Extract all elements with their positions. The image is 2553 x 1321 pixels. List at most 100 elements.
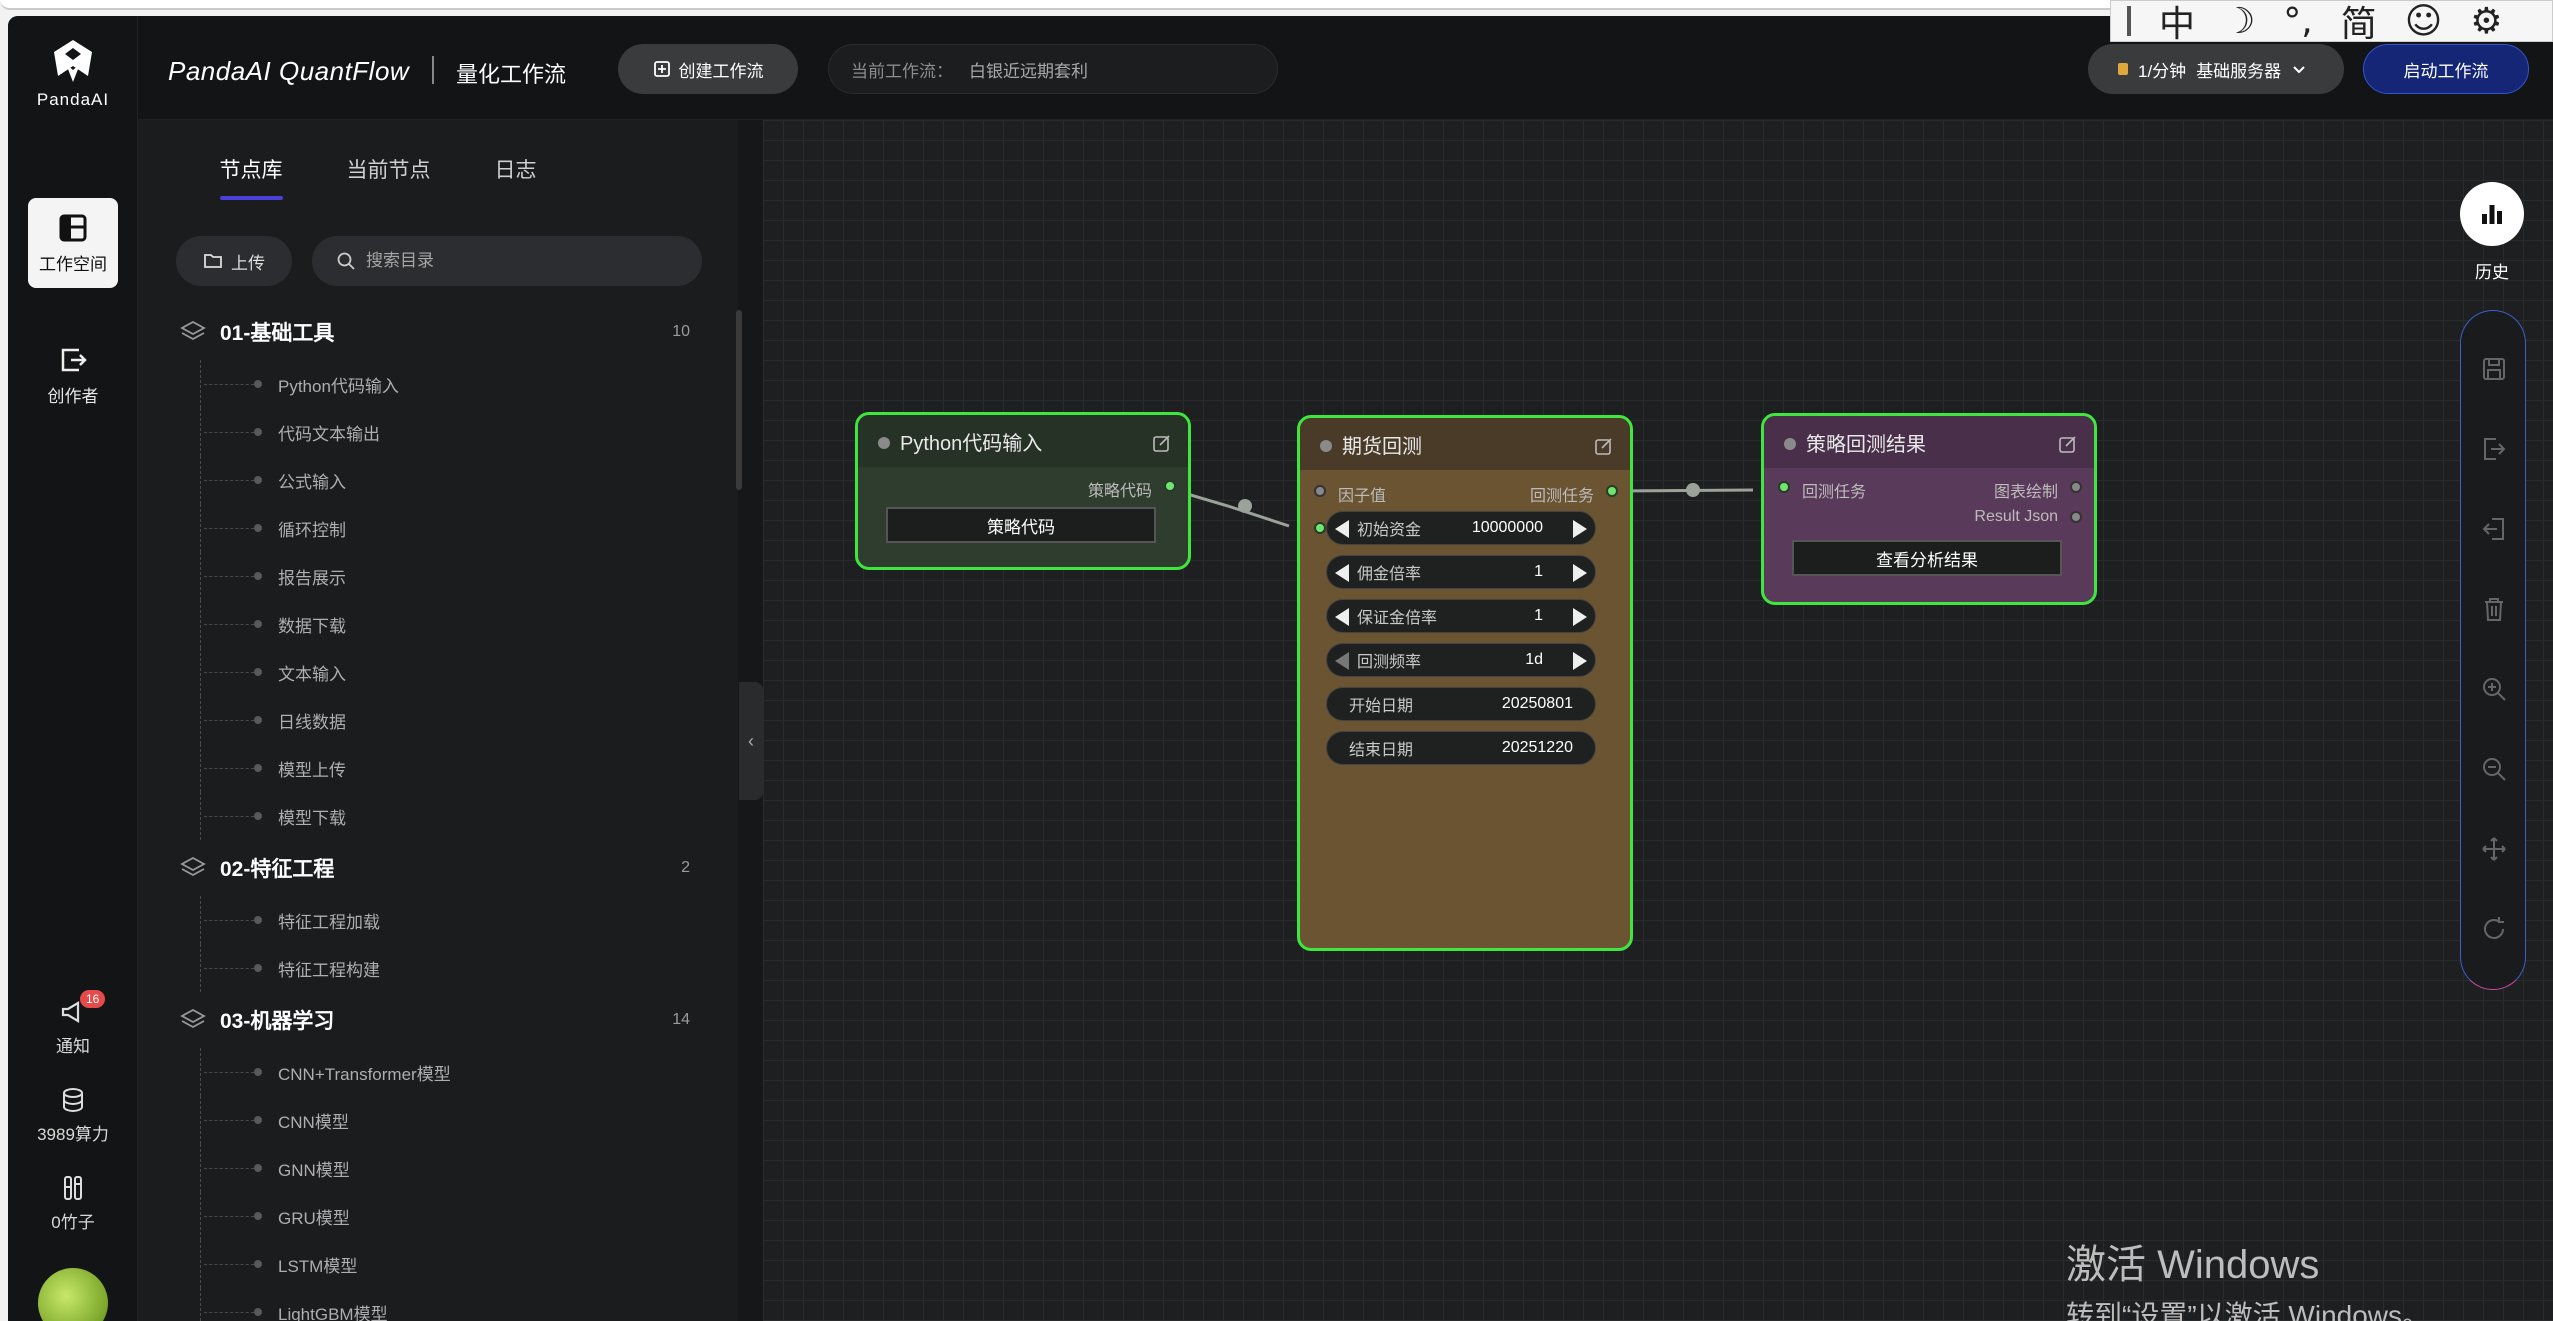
node-result-header[interactable]: 策略回测结果 bbox=[1764, 416, 2094, 468]
current-workflow-field[interactable]: 当前工作流： 白银近远期套利 bbox=[828, 44, 1278, 94]
node-futures-backtest[interactable]: 期货回测 因子值 回测任务 初始资金 10000000 佣金倍率 1 bbox=[1297, 415, 1633, 951]
decrement-arrow-icon[interactable] bbox=[1335, 652, 1349, 670]
tab-current-node[interactable]: 当前节点 bbox=[346, 159, 431, 182]
increment-arrow-icon[interactable] bbox=[1573, 564, 1587, 582]
ime-script-toggle[interactable]: 简 bbox=[2340, 4, 2377, 45]
port-backtest-task-out[interactable] bbox=[1606, 485, 1618, 497]
moon-icon[interactable]: ☽ bbox=[2223, 0, 2256, 42]
tab-log[interactable]: 日志 bbox=[494, 159, 537, 182]
rail-notify[interactable]: 16 通知 bbox=[18, 990, 128, 1057]
import-icon[interactable] bbox=[2480, 515, 2508, 543]
increment-arrow-icon[interactable] bbox=[1573, 652, 1587, 670]
port-strategy-code-out[interactable] bbox=[1164, 480, 1176, 492]
port-factor-in[interactable] bbox=[1314, 485, 1326, 497]
list-item[interactable]: 文本输入 bbox=[138, 648, 728, 696]
export-icon[interactable] bbox=[2480, 435, 2508, 463]
create-workflow-button[interactable]: 创建工作流 bbox=[618, 44, 798, 94]
collapse-panel-button[interactable]: ‹ bbox=[739, 682, 763, 800]
list-item[interactable]: GRU模型 bbox=[138, 1192, 728, 1240]
node-python-header[interactable]: Python代码输入 bbox=[858, 415, 1188, 467]
catalog-search[interactable] bbox=[312, 236, 702, 286]
trash-icon[interactable] bbox=[2480, 595, 2508, 623]
list-item[interactable]: 数据下载 bbox=[138, 600, 728, 648]
widget-start-date[interactable]: 开始日期 20250801 bbox=[1326, 687, 1596, 721]
list-item[interactable]: 代码文本输出 bbox=[138, 408, 728, 456]
chevron-left-icon: ‹ bbox=[748, 730, 754, 751]
history-button[interactable] bbox=[2460, 182, 2524, 246]
widget-commission[interactable]: 佣金倍率 1 bbox=[1326, 555, 1596, 589]
workflow-canvas[interactable]: Python代码输入 策略代码 策略代码 期货回测 因子值 bbox=[763, 120, 2553, 1321]
port-result-task-in[interactable] bbox=[1778, 481, 1790, 493]
zoom-out-icon[interactable] bbox=[2480, 755, 2508, 783]
list-item[interactable]: GNN模型 bbox=[138, 1144, 728, 1192]
tab-node-library[interactable]: 节点库 bbox=[219, 120, 283, 200]
search-input[interactable] bbox=[366, 251, 686, 271]
list-item[interactable]: 特征工程构建 bbox=[138, 944, 728, 992]
increment-arrow-icon[interactable] bbox=[1573, 520, 1587, 538]
rail-creator[interactable]: 创作者 bbox=[28, 330, 118, 420]
decrement-arrow-icon[interactable] bbox=[1335, 520, 1349, 538]
rail-bamboo[interactable]: 0竹子 bbox=[18, 1174, 128, 1233]
port-capital-in[interactable] bbox=[1314, 522, 1326, 534]
strategy-code-button[interactable]: 策略代码 bbox=[886, 507, 1156, 543]
save-icon[interactable] bbox=[2480, 355, 2508, 383]
list-item[interactable]: 报告展示 bbox=[138, 552, 728, 600]
widget-frequency[interactable]: 回测频率 1d bbox=[1326, 643, 1596, 677]
list-item-label: Python代码输入 bbox=[278, 376, 399, 396]
server-selector[interactable]: 1/分钟 基础服务器 bbox=[2088, 44, 2344, 94]
start-workflow-button[interactable]: 启动工作流 bbox=[2363, 44, 2529, 94]
rail-workspace[interactable]: 工作空间 bbox=[28, 198, 118, 288]
emoji-icon[interactable]: ☺ bbox=[2404, 0, 2443, 42]
edit-icon[interactable] bbox=[1594, 436, 1614, 456]
bullet-dot bbox=[254, 668, 262, 676]
ime-punct-toggle[interactable]: °, bbox=[2283, 0, 2313, 42]
list-item[interactable]: CNN模型 bbox=[138, 1096, 728, 1144]
port-chart-out[interactable] bbox=[2070, 481, 2082, 493]
rail-compute[interactable]: 3989算力 bbox=[18, 1086, 128, 1145]
widget-label: 回测频率 bbox=[1357, 654, 1422, 671]
ime-lang-toggle[interactable]: 中 bbox=[2159, 4, 2196, 45]
avatar[interactable] bbox=[38, 1268, 108, 1321]
megaphone-icon bbox=[61, 1001, 80, 1023]
fit-view-icon[interactable] bbox=[2480, 835, 2508, 863]
zoom-in-icon[interactable] bbox=[2480, 675, 2508, 703]
widget-margin[interactable]: 保证金倍率 1 bbox=[1326, 599, 1596, 633]
list-item[interactable]: Python代码输入 bbox=[138, 360, 728, 408]
edit-icon[interactable] bbox=[2058, 434, 2078, 454]
edit-icon[interactable] bbox=[1152, 433, 1172, 453]
list-item[interactable]: 循环控制 bbox=[138, 504, 728, 552]
app-logo[interactable]: PandaAI bbox=[30, 36, 116, 110]
view-analysis-button[interactable]: 查看分析结果 bbox=[1792, 540, 2062, 576]
list-item[interactable]: CNN+Transformer模型 bbox=[138, 1048, 728, 1096]
node-backtest-header[interactable]: 期货回测 bbox=[1300, 418, 1630, 470]
decrement-arrow-icon[interactable] bbox=[1335, 564, 1349, 582]
port-result-json-out[interactable] bbox=[2070, 511, 2082, 523]
list-item[interactable]: 公式输入 bbox=[138, 456, 728, 504]
node-python-input[interactable]: Python代码输入 策略代码 策略代码 bbox=[855, 412, 1191, 570]
rail-notify-label: 通知 bbox=[56, 1037, 90, 1056]
bullet-dot bbox=[254, 1260, 262, 1268]
ime-drag-handle[interactable] bbox=[2127, 6, 2131, 36]
create-workflow-label: 创建工作流 bbox=[678, 61, 764, 81]
widget-value: 20250801 bbox=[1501, 695, 1573, 712]
increment-arrow-icon[interactable] bbox=[1573, 608, 1587, 626]
gear-icon[interactable]: ⚙ bbox=[2470, 0, 2503, 42]
list-item[interactable]: 模型上传 bbox=[138, 744, 728, 792]
decrement-arrow-icon[interactable] bbox=[1335, 608, 1349, 626]
widget-end-date[interactable]: 结束日期 20251220 bbox=[1326, 731, 1596, 765]
panel-tabs: 节点库 当前节点 日志 bbox=[138, 120, 738, 200]
list-item[interactable]: LSTM模型 bbox=[138, 1240, 728, 1288]
list-item[interactable]: 特征工程加载 bbox=[138, 896, 728, 944]
node-backtest-result[interactable]: 策略回测结果 回测任务 图表绘制 Result Json 查看分析结果 bbox=[1761, 413, 2097, 605]
list-item[interactable]: 日线数据 bbox=[138, 696, 728, 744]
refresh-icon[interactable] bbox=[2480, 915, 2508, 943]
list-item[interactable]: LightGBM模型 bbox=[138, 1288, 728, 1321]
widget-initial-capital[interactable]: 初始资金 10000000 bbox=[1326, 511, 1596, 545]
upload-button[interactable]: 上传 bbox=[176, 236, 292, 286]
windows-activation-watermark: 激活 Windows 转到“设置”以激活 Windows。 bbox=[2066, 1232, 2430, 1321]
panel-scrollbar[interactable] bbox=[736, 310, 742, 490]
list-item[interactable]: 模型下载 bbox=[138, 792, 728, 840]
